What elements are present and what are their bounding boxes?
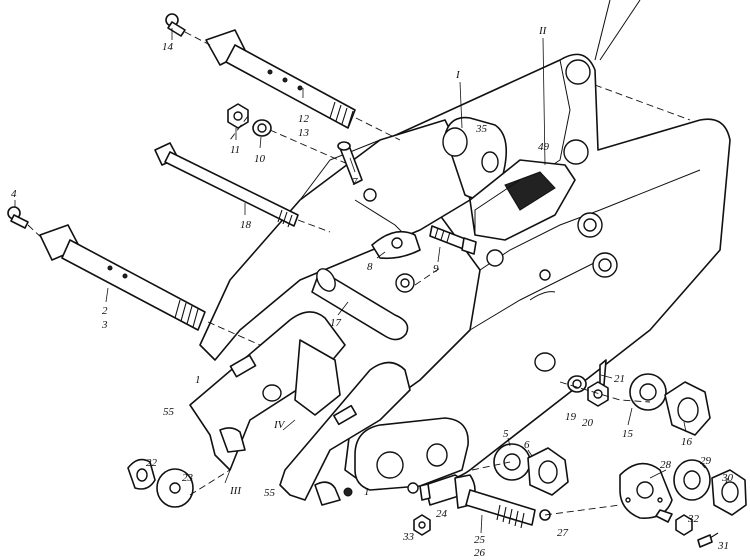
- label-8: 8: [367, 261, 373, 273]
- label-35: 35: [475, 123, 488, 135]
- label-12: 12: [298, 113, 310, 125]
- label-30: 30: [721, 472, 734, 484]
- tube-17: [311, 268, 415, 341]
- label-1-right: 1: [364, 486, 370, 498]
- grease-nipple-14: [165, 13, 211, 46]
- washer-10: [252, 119, 351, 166]
- label-4: 4: [11, 188, 17, 200]
- label-3: 3: [101, 319, 108, 331]
- label-11: 11: [230, 144, 240, 156]
- washer-5: [493, 443, 531, 481]
- roman-labels: I II III IV: [229, 25, 548, 497]
- label-32: 32: [687, 513, 700, 525]
- nut-16: [664, 381, 711, 436]
- label-7: 7: [352, 176, 358, 188]
- bolt-9: [429, 225, 477, 255]
- label-22: 22: [146, 457, 158, 469]
- label-24: 24: [436, 508, 448, 520]
- label-27: 27: [557, 527, 569, 539]
- pin-24: [419, 483, 431, 501]
- cotter-21: [599, 359, 607, 386]
- pin-7: [337, 141, 363, 185]
- label-49: 49: [538, 141, 550, 153]
- grease-nipple-4: [7, 206, 45, 241]
- label-19: 19: [565, 411, 577, 423]
- label-10: 10: [254, 153, 266, 165]
- nut-11: [227, 103, 249, 129]
- label-55-left: 55: [163, 406, 175, 418]
- label-29: 29: [700, 455, 712, 467]
- washer-15: [629, 373, 667, 411]
- label-20: 20: [582, 417, 594, 429]
- boss-35: [442, 116, 508, 200]
- label-6: 6: [524, 439, 530, 451]
- nut-6: [527, 447, 569, 496]
- nut-32: [675, 514, 693, 536]
- label-roman-I: I: [455, 69, 461, 81]
- label-1-left: 1: [195, 374, 201, 386]
- label-2: 2: [102, 305, 108, 317]
- label-28: 28: [660, 459, 672, 471]
- lock-plate-28: [619, 462, 673, 523]
- bolt-31: [697, 532, 719, 548]
- bolt-12-13: [205, 29, 401, 141]
- label-55-right: 55: [264, 487, 276, 499]
- label-17: 17: [330, 317, 342, 329]
- block-49: [469, 159, 576, 241]
- washer-19: [567, 375, 587, 393]
- lower-link: [354, 417, 469, 494]
- bolt-18: [154, 142, 331, 233]
- pin-25: [424, 474, 551, 529]
- label-roman-III: III: [229, 485, 242, 497]
- label-21: 21: [614, 373, 625, 385]
- washer-23: [156, 468, 231, 508]
- label-23: 23: [182, 472, 194, 484]
- label-26: 26: [474, 547, 486, 559]
- label-18: 18: [240, 219, 252, 231]
- label-16: 16: [681, 436, 693, 448]
- label-14: 14: [162, 41, 174, 53]
- label-9: 9: [433, 263, 439, 275]
- nut-20: [587, 381, 609, 407]
- bolt-2-3: [39, 224, 261, 346]
- washer-29: [673, 459, 711, 501]
- label-25: 25: [474, 534, 486, 546]
- label-31: 31: [717, 540, 729, 552]
- label-roman-II: II: [538, 25, 548, 37]
- label-13: 13: [298, 127, 310, 139]
- label-15: 15: [622, 428, 634, 440]
- label-roman-IV: IV: [273, 419, 286, 431]
- part-labels: 14 11 10 12 13 7 18 4 2 3 8 9 17 1 1 55 …: [11, 41, 734, 559]
- nut-33: [413, 514, 431, 536]
- bracket-8: [371, 230, 421, 260]
- clip-22: [127, 458, 156, 490]
- label-33: 33: [402, 531, 415, 543]
- label-5: 5: [503, 428, 509, 440]
- nut-30: [711, 469, 747, 516]
